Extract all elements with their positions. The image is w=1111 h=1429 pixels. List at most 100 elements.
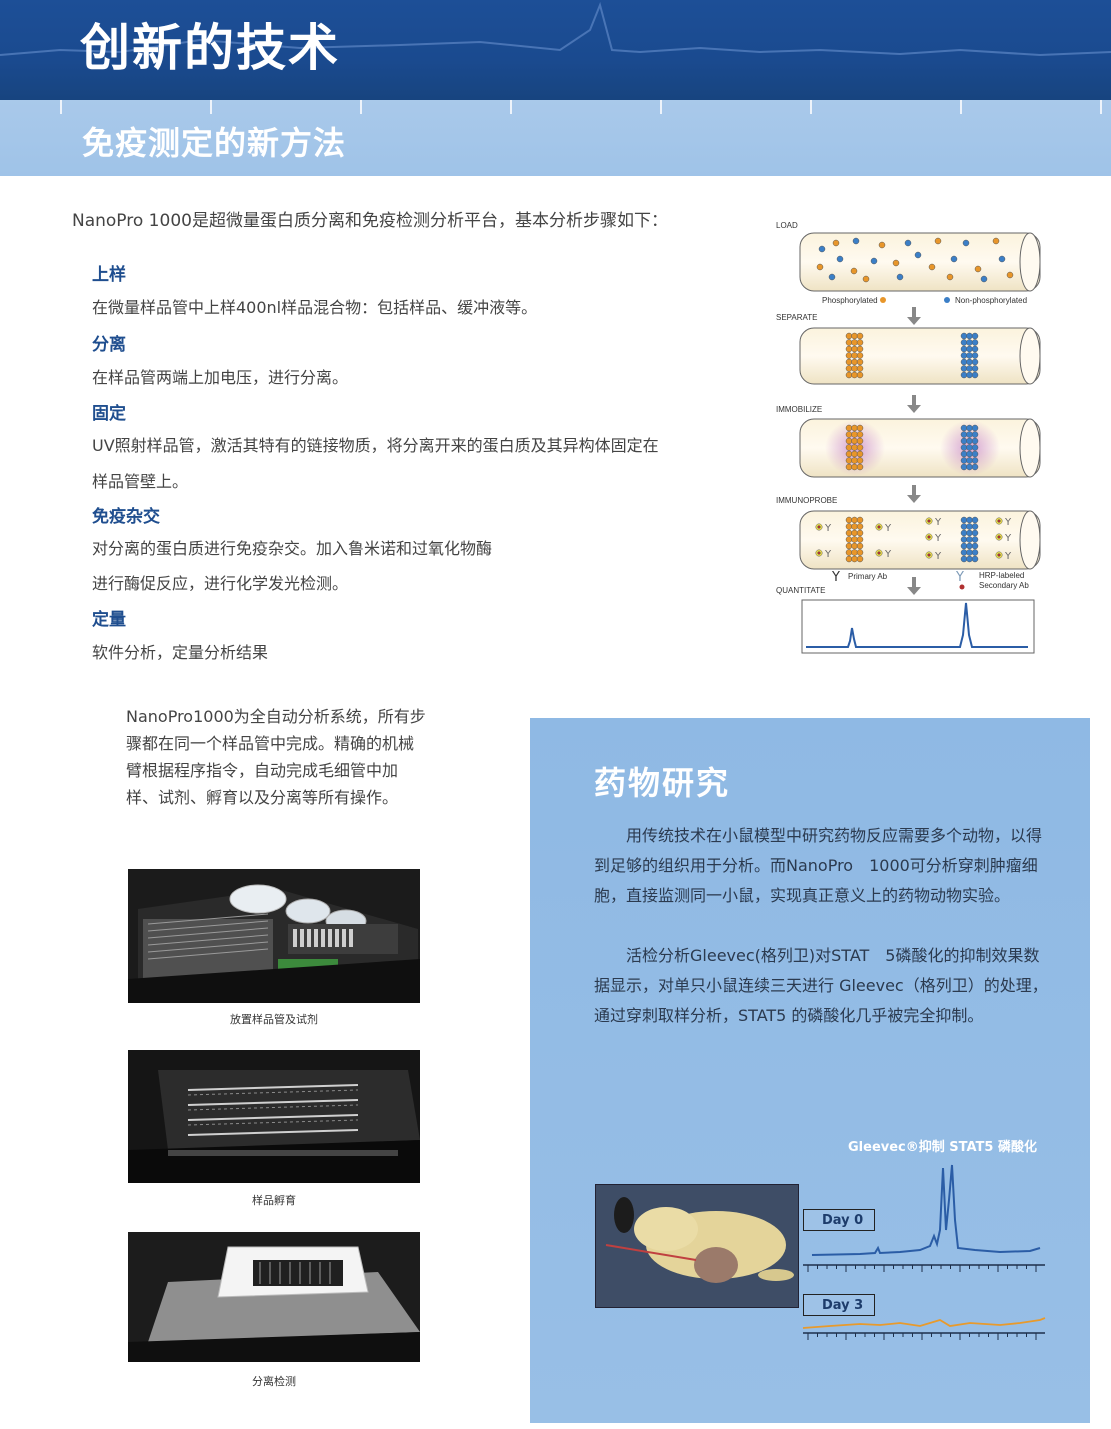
- phospho-band-molecule: [856, 516, 864, 524]
- phospho-band-molecule: [856, 339, 864, 346]
- phospho-band-molecule: [856, 332, 864, 340]
- phospho-molecule: [832, 239, 840, 247]
- nonphospho-molecule: [828, 273, 836, 281]
- arrow-down-icon: [907, 395, 921, 413]
- nonphospho-band-molecule: [971, 516, 979, 524]
- phospho-molecule: [862, 275, 870, 283]
- antibody-icon: Y: [934, 533, 942, 544]
- nonphospho-band-molecule: [960, 352, 968, 359]
- nonphospho-molecule: [852, 237, 860, 245]
- stage-label-quantitate: QUANTITATE: [776, 586, 825, 595]
- phospho-molecule: [928, 263, 936, 271]
- nonphospho-band-molecule: [960, 358, 968, 366]
- phospho-band-molecule: [856, 549, 864, 556]
- nonphospho-band-molecule: [966, 332, 973, 340]
- nonphospho-band-molecule: [966, 365, 973, 372]
- nonphospho-band-molecule: [971, 424, 979, 432]
- day0-trace: [803, 1164, 1045, 1272]
- nonphospho-band-molecule: [966, 437, 973, 445]
- phospho-band-molecule: [851, 536, 858, 543]
- phospho-band-molecule: [856, 345, 864, 353]
- nonphospho-band-molecule: [960, 523, 968, 530]
- nonphospho-band-molecule: [960, 444, 968, 451]
- phospho-band-molecule: [856, 542, 864, 550]
- ruler-tick: [660, 100, 662, 114]
- phospho-band-molecule: [845, 424, 853, 432]
- phospho-band-molecule: [856, 457, 864, 464]
- assay-diagram: LOAD Phosphorylated Non-phosphorylated S…: [776, 221, 1041, 654]
- nonphospho-band-molecule: [971, 463, 979, 471]
- photo-caption-1: 放置样品管及试剂: [230, 1013, 318, 1026]
- antibody-icon: Y: [1004, 517, 1012, 528]
- nonphospho-band-molecule: [960, 339, 968, 346]
- phospho-band-molecule: [851, 516, 858, 524]
- day0-label: Day 0: [803, 1209, 875, 1231]
- step-text-load: 在微量样品管中上样400nl样品混合物：包括样品、缓冲液等。: [92, 298, 538, 317]
- step-text-immobilize-2: 样品管壁上。: [92, 472, 189, 491]
- photo-sample-loading: [128, 869, 420, 1003]
- legend-hrp-2: Secondary Ab: [979, 581, 1029, 590]
- nonphospho-band-molecule: [960, 549, 968, 556]
- legend-phospho: Phosphorylated: [822, 296, 878, 305]
- immobilized-bands: [845, 424, 979, 471]
- legend-hrp-1: HRP-labeled: [979, 571, 1024, 580]
- phospho-molecule: [850, 267, 858, 275]
- phospho-band-molecule: [851, 352, 858, 359]
- phospho-band-molecule: [845, 555, 853, 563]
- phospho-band-molecule: [845, 332, 853, 340]
- nonphospho-band-molecule: [971, 536, 979, 543]
- stage-label-immunoprobe: IMMUNOPROBE: [776, 496, 837, 505]
- nonphospho-band-molecule: [971, 431, 979, 438]
- page-title: 创新的技术: [80, 19, 340, 77]
- phospho-molecule: [816, 263, 824, 271]
- nonphospho-band-molecule: [971, 339, 979, 346]
- stage-label-immobilize: IMMOBILIZE: [776, 405, 822, 414]
- phospho-band-molecule: [845, 345, 853, 353]
- ruler-tick: [810, 100, 812, 114]
- legend-nonphospho: Non-phosphorylated: [955, 296, 1027, 305]
- nonphospho-band-molecule: [960, 332, 968, 340]
- ruler-tick: [360, 100, 362, 114]
- phospho-band-molecule: [851, 345, 858, 353]
- hrp-dot: [997, 519, 1001, 523]
- phospho-band-molecule: [845, 542, 853, 550]
- phospho-molecule: [992, 237, 1000, 245]
- hrp-dot: [877, 551, 881, 555]
- nonphospho-band-molecule: [960, 450, 968, 458]
- nonphospho-molecule: [818, 245, 826, 253]
- nonphospho-band-molecule: [971, 529, 979, 537]
- nonphospho-band-molecule: [960, 457, 968, 464]
- nonphospho-band-molecule: [966, 549, 973, 556]
- primary-ab-icon: Y: [831, 570, 840, 585]
- nonphospho-band-molecule: [960, 529, 968, 537]
- drug-research-title: 药物研究: [594, 764, 731, 802]
- nonphospho-band-molecule: [966, 444, 973, 451]
- phospho-band-molecule: [845, 463, 853, 471]
- phospho-band-molecule: [851, 542, 858, 550]
- antibody-icon: Y: [884, 549, 892, 560]
- phospho-band-molecule: [845, 358, 853, 366]
- phospho-band-molecule: [845, 365, 853, 372]
- arrow-down-icon: [907, 577, 921, 595]
- hrp-dot: [997, 535, 1001, 539]
- nonphospho-molecule: [870, 257, 878, 265]
- nonphospho-band-molecule: [971, 523, 979, 530]
- photo-sample-incubation: [128, 1050, 420, 1183]
- antibody-icon: Y: [934, 551, 942, 562]
- phospho-band-molecule: [851, 555, 858, 563]
- nonphospho-molecule: [836, 255, 844, 263]
- phospho-band-molecule: [851, 450, 858, 458]
- antibody-icon: Y: [824, 523, 832, 534]
- antibody-icon: Y: [884, 523, 892, 534]
- step-text-immunoprobe-1: 对分离的蛋白质进行免疫杂交。加入鲁米诺和过氧化物酶: [92, 539, 493, 558]
- nonphospho-band-molecule: [971, 345, 979, 353]
- nonphospho-band-molecule: [966, 371, 973, 379]
- nonphospho-band-molecule: [960, 431, 968, 438]
- hrp-dot: [877, 525, 881, 529]
- ruler-tick: [960, 100, 962, 114]
- phospho-band-molecule: [845, 457, 853, 464]
- hrp-dot: [817, 525, 821, 529]
- phospho-band-molecule: [856, 450, 864, 458]
- phospho-band-molecule: [851, 358, 858, 366]
